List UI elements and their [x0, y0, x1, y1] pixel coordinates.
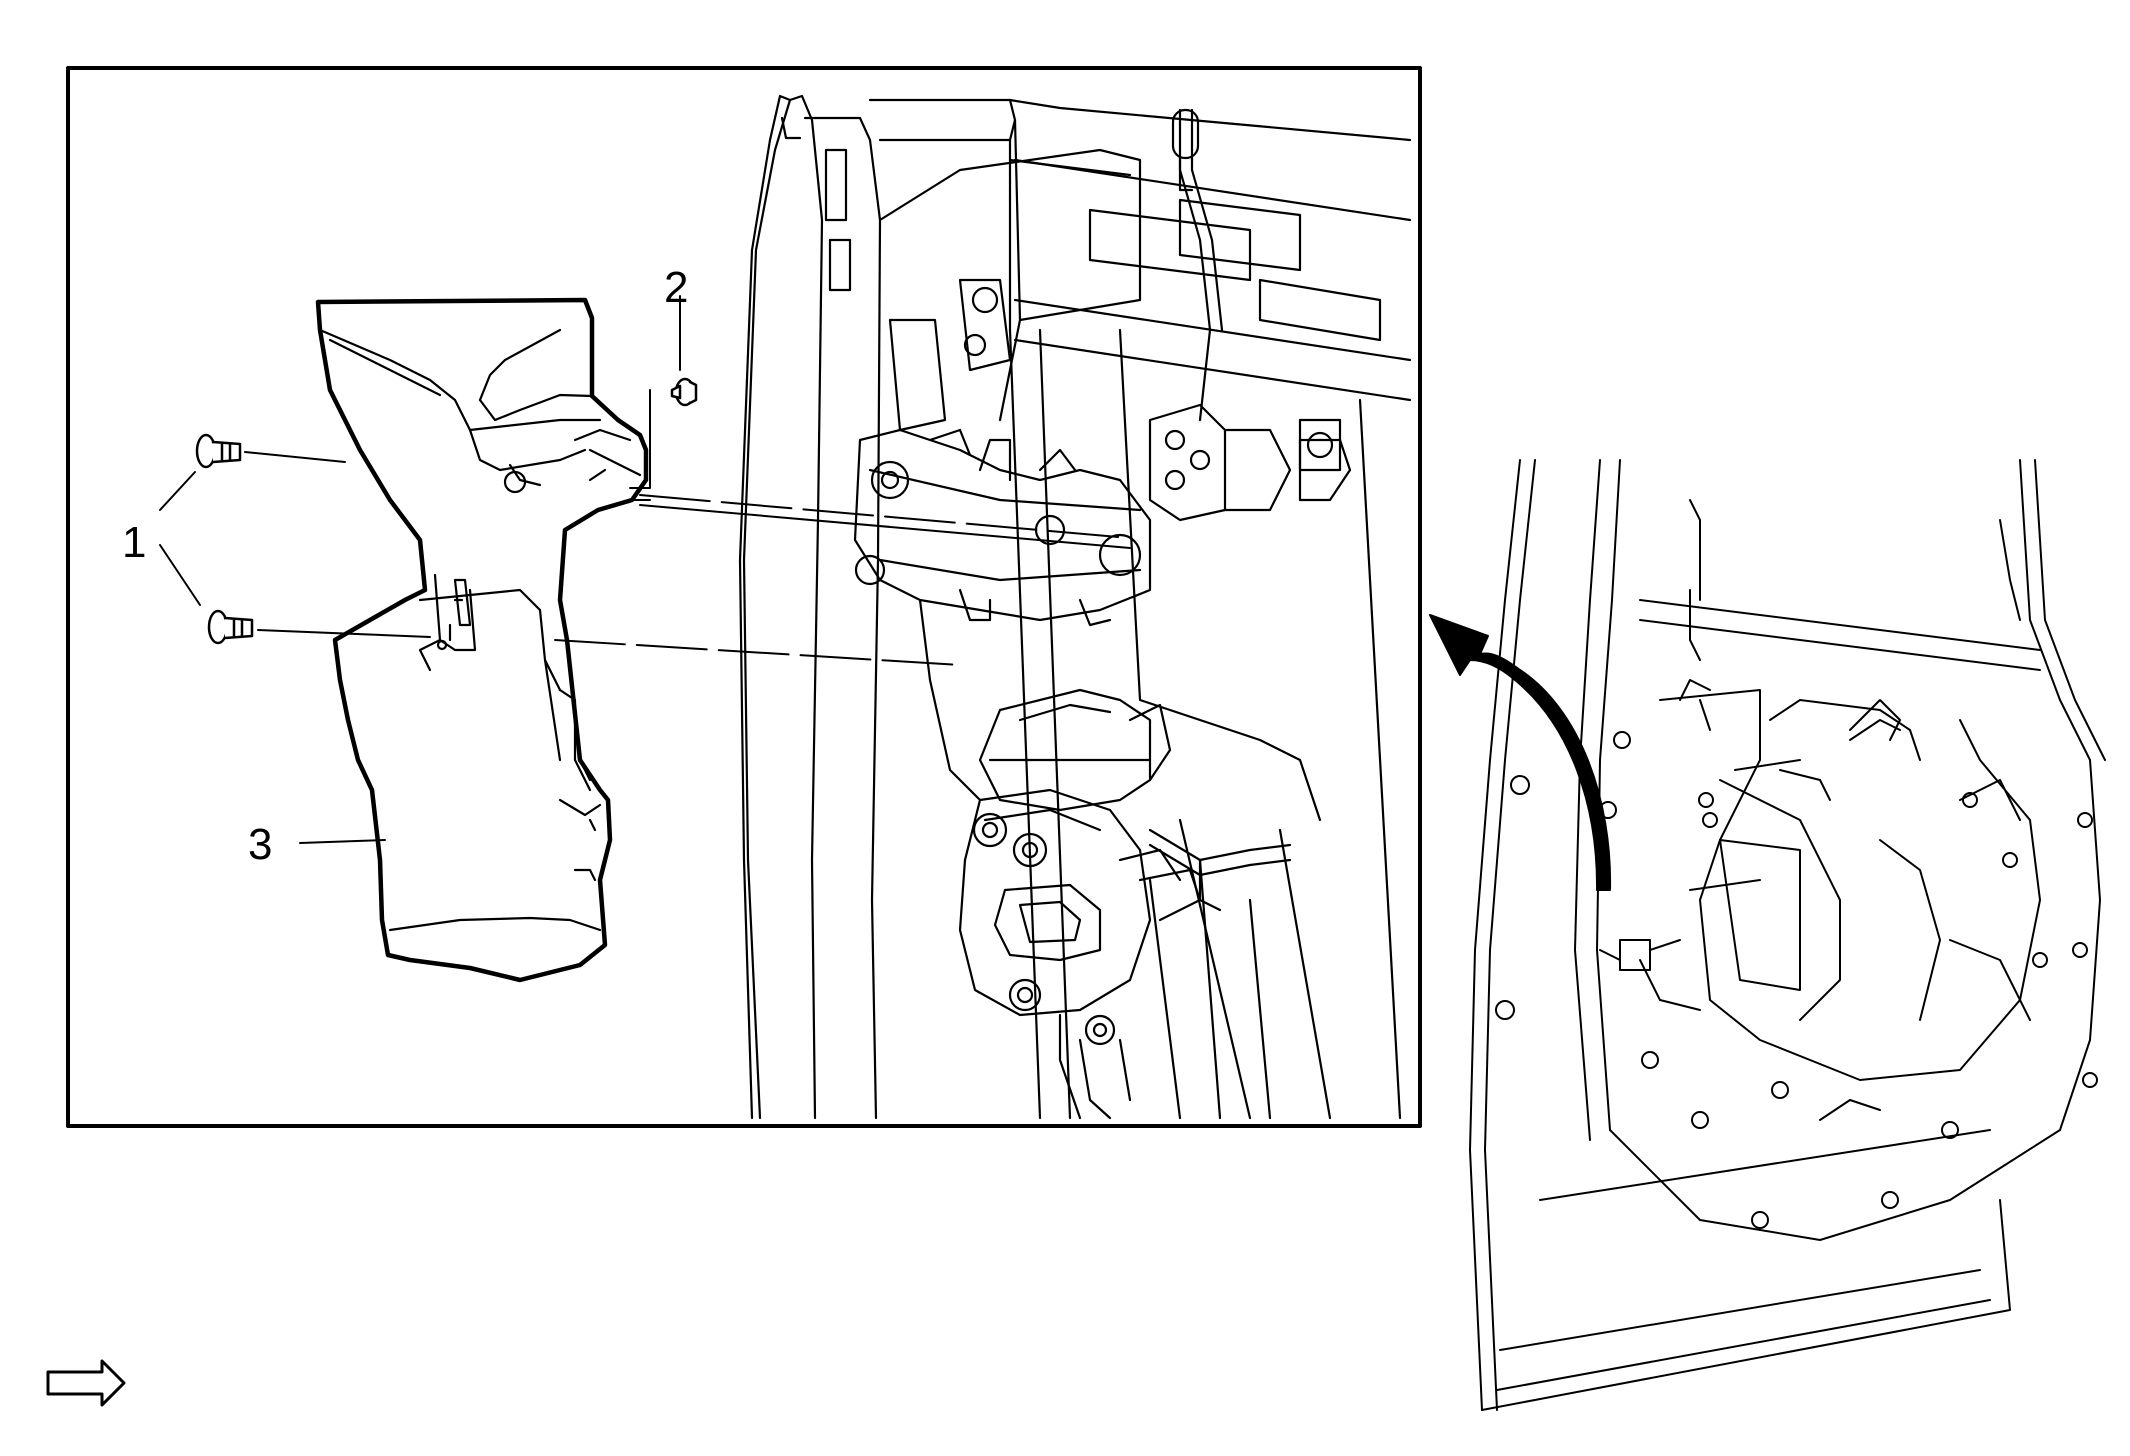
screw-lower — [207, 609, 254, 645]
push-pin — [670, 377, 698, 407]
door-latch-assembly — [853, 403, 1352, 1120]
overview-door — [1469, 459, 2106, 1411]
lock-rod — [1171, 108, 1224, 422]
view-direction-arrow — [1429, 614, 1612, 891]
door-inner-panel — [738, 94, 1412, 1120]
leader-lines — [159, 295, 1131, 844]
latch-shield-part — [315, 297, 649, 983]
callout-2: 2 — [664, 263, 689, 312]
callout-1: 1 — [122, 518, 147, 567]
callout-3: 3 — [248, 820, 273, 869]
outline-right-arrow-icon — [46, 1359, 126, 1407]
screw-upper — [195, 433, 242, 469]
